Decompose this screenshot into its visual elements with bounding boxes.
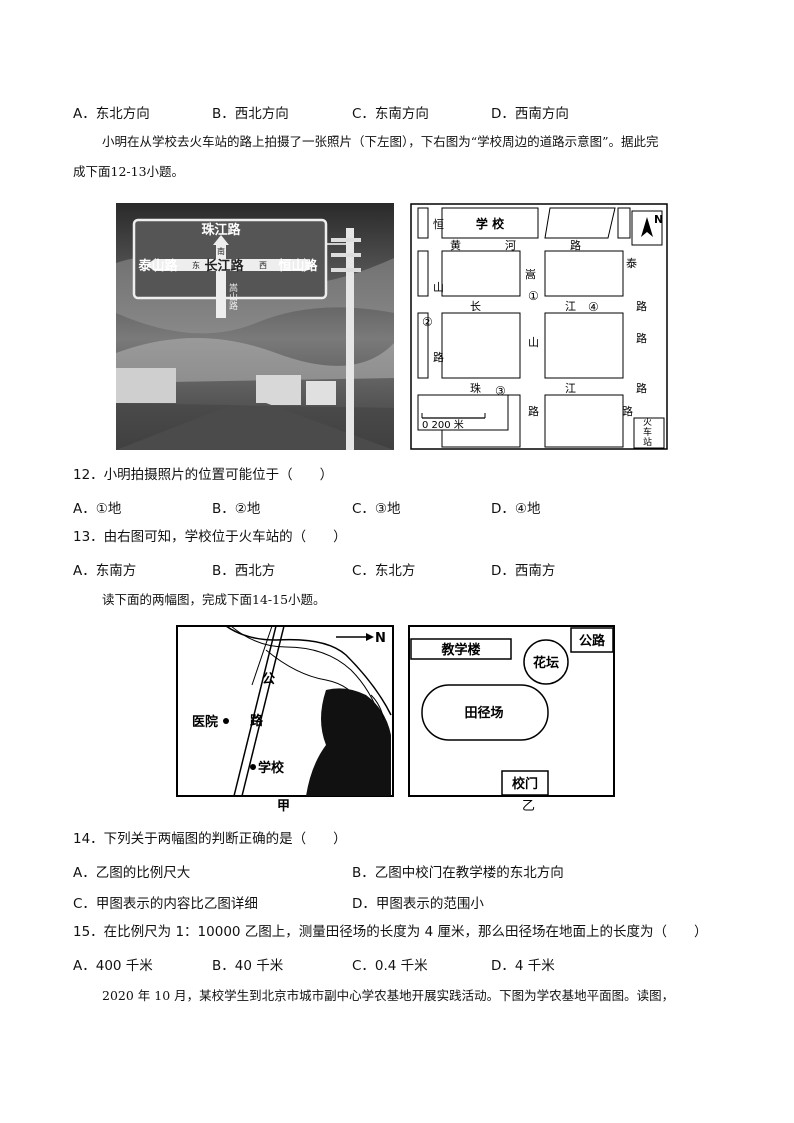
q11-option-d: D．西南方向 [491,106,569,122]
q15-stem: 15．在比例尺为 1：10000 乙图上，测量田径场的长度为 4 厘米，那么田径… [73,924,708,940]
yi-gate-label: 校门 [512,776,538,792]
intro-12-13-line1: 小明在从学校去火车站的路上拍摄了一张照片（下左图），下右图为“学校周边的道路示意… [102,134,659,149]
q13-option-b: B．西北方 [212,563,276,579]
road-heng-1: 恒 [433,218,444,231]
map-yi: 教学楼 公路 花坛 田径场 校门 乙 [408,625,616,815]
north-arrow-label: N [654,213,663,226]
jia-hospital-label: 医院 [192,714,218,730]
q14-option-c: C．甲图表示的内容比乙图详细 [73,896,258,912]
q14-option-d: D．甲图表示的范围小 [352,896,484,912]
map-school-label: 学 校 [476,216,505,231]
q15-option-b: B．40 千米 [212,958,284,974]
station-2: 车 [643,426,652,438]
sign-dir-w: 东 [192,260,200,270]
q15-option-a: A．400 千米 [73,958,153,974]
q12-option-a: A．①地 [73,501,122,517]
q15-option-c: C．0.4 千米 [352,958,428,974]
sign-center-road: 长江路 [204,258,244,274]
map-jia: N 公 路 医院 学校 甲 [176,625,394,815]
q11-option-c: C．东南方向 [352,106,429,122]
road-lu-1: 路 [636,300,647,313]
scale-label: 0 200 米 [422,418,464,431]
q13-option-d: D．西南方 [491,563,556,579]
q14-option-b: B．乙图中校门在教学楼的东北方向 [352,865,564,881]
road-song-2: 山 [528,336,539,349]
road-song-1: 嵩 [525,268,536,281]
road-huang-2: 河 [505,239,516,252]
road-song-3: 路 [528,405,539,418]
jia-north-label: N [375,631,386,646]
road-chang-1: 长 [470,300,481,313]
sign-dir-e: 西 [259,261,267,270]
road-zhu-2: 江 [565,382,576,395]
road-lu-3: 路 [622,405,633,418]
road-huang-1: 黄 [450,238,461,252]
sign-south-road: 嵩山路 [227,283,238,311]
q13-option-a: A．东南方 [73,563,137,579]
station-3: 站 [643,436,652,448]
mark-1: ① [528,289,539,303]
mark-3: ③ [495,384,506,398]
q12-option-c: C．③地 [352,501,401,517]
yi-road-label: 公路 [579,633,606,649]
road-huang-3: 路 [570,239,581,252]
road-heng-2: 山 [433,281,444,294]
road-map: N 学 校 恒 山 路 黄 河 路 嵩 山 路 长 江 珠 江 泰 路 路 路 … [410,203,668,450]
sign-east-road: 恒山路 [278,258,318,274]
yi-field-label: 田径场 [464,705,503,721]
road-tai-2: 路 [636,332,647,345]
intro-next: 2020 年 10 月，某校学生到北京市城市副中心学农基地开展实践活动。下图为学… [102,988,675,1003]
q11-option-a: A．东北方向 [73,106,150,122]
road-heng-3: 路 [433,351,444,364]
q12-option-d: D．④地 [491,501,541,517]
jia-school-label: 学校 [258,760,285,776]
mark-2: ② [422,315,433,329]
sign-dir-n: 南 [217,246,225,256]
q15-option-d: D．4 千米 [491,958,555,974]
yi-building-label: 教学楼 [440,642,480,658]
photo-road-sign: 珠江路 泰山路 长江路 恒山路 南 东 西 嵩山路 [116,203,394,450]
q12-option-b: B．②地 [212,501,261,517]
q12-stem: 12．小明拍摄照片的位置可能位于（ ） [73,467,334,483]
jia-road-2: 路 [250,713,264,729]
intro-12-13-line2: 成下面12-13小题。 [73,164,185,179]
yi-caption: 乙 [522,799,535,814]
q14-stem: 14．下列关于两幅图的判断正确的是（ ） [73,831,347,847]
intro-14-15: 读下面的两幅图，完成下面14-15小题。 [102,592,326,607]
jia-road-1: 公 [262,672,275,687]
q13-stem: 13．由右图可知，学校位于火车站的（ ） [73,529,347,545]
road-chang-2: 江 [565,300,576,313]
road-zhu-1: 珠 [470,381,481,395]
mark-4: ④ [588,300,599,314]
road-lu-2: 路 [636,382,647,395]
q13-option-c: C．东北方 [352,563,416,579]
sign-west-road: 泰山路 [137,258,178,274]
jia-caption: 甲 [277,799,290,814]
yi-garden-label: 花坛 [533,655,559,671]
road-tai-1: 泰 [626,256,637,270]
q14-option-a: A．乙图的比例尺大 [73,865,191,881]
station-1: 火 [643,417,652,428]
sign-north-road: 珠江路 [201,222,241,238]
q11-option-b: B．西北方向 [212,106,289,122]
